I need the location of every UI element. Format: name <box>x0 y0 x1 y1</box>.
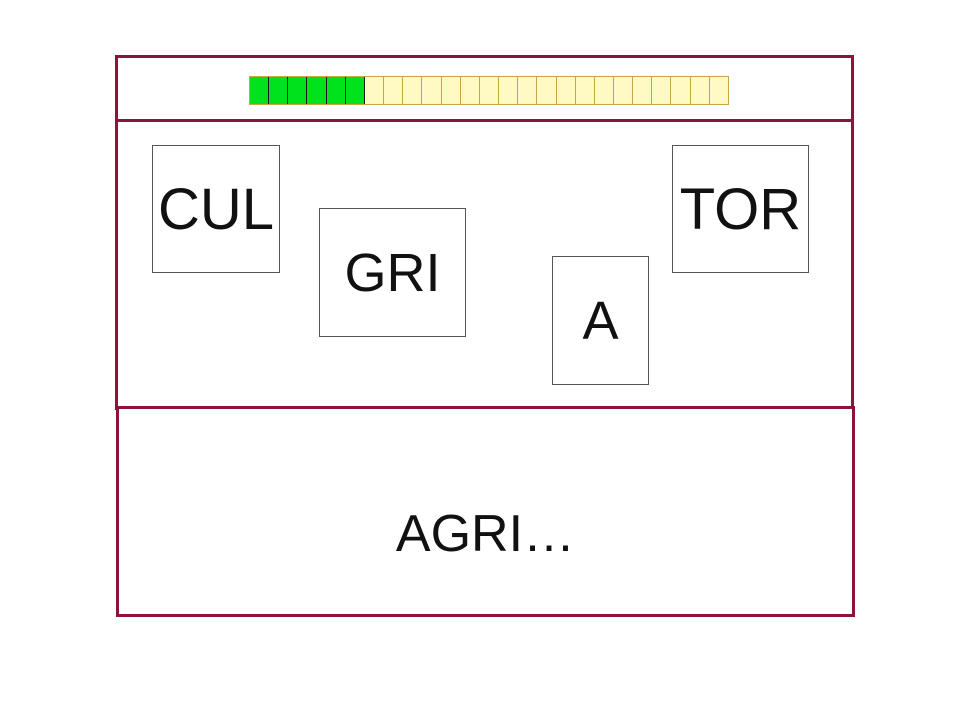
progress-segment-empty <box>652 77 672 104</box>
progress-segment-filled <box>269 77 289 104</box>
progress-segment-empty <box>518 77 538 104</box>
syllable-tile-cul[interactable]: CUL <box>152 145 280 273</box>
progress-segment-empty <box>442 77 461 104</box>
syllable-label: A <box>582 290 619 351</box>
progress-segment-filled <box>326 77 346 104</box>
progress-bar <box>249 76 729 105</box>
progress-segment-empty <box>422 77 442 104</box>
progress-segment-empty <box>671 77 691 104</box>
progress-segment-empty <box>403 77 423 104</box>
syllable-label: GRI <box>344 242 441 303</box>
syllable-tile-tor[interactable]: TOR <box>672 145 809 273</box>
progress-segment-filled <box>345 77 365 104</box>
progress-segment-empty <box>633 77 653 104</box>
progress-segment-filled <box>288 77 308 104</box>
progress-segment-empty <box>461 77 480 104</box>
progress-segment-empty <box>691 77 710 104</box>
progress-segment-filled <box>250 77 270 104</box>
progress-segment-empty <box>537 77 557 104</box>
syllable-tile-gri[interactable]: GRI <box>319 208 466 337</box>
progress-segment-empty <box>576 77 595 104</box>
progress-segment-empty <box>384 77 404 104</box>
syllable-label: TOR <box>679 176 802 242</box>
syllable-label: CUL <box>157 176 275 242</box>
progress-segment-empty <box>499 77 519 104</box>
progress-segment-empty <box>365 77 385 104</box>
syllable-tile-a[interactable]: A <box>552 256 649 385</box>
answer-panel <box>116 406 855 617</box>
progress-segment-empty <box>614 77 634 104</box>
progress-segment-empty <box>595 77 614 104</box>
answer-text: AGRI… <box>395 505 576 563</box>
progress-segment-filled <box>307 77 327 104</box>
progress-segment-empty <box>480 77 500 104</box>
progress-segment-empty <box>710 77 728 104</box>
progress-segment-empty <box>557 77 576 104</box>
